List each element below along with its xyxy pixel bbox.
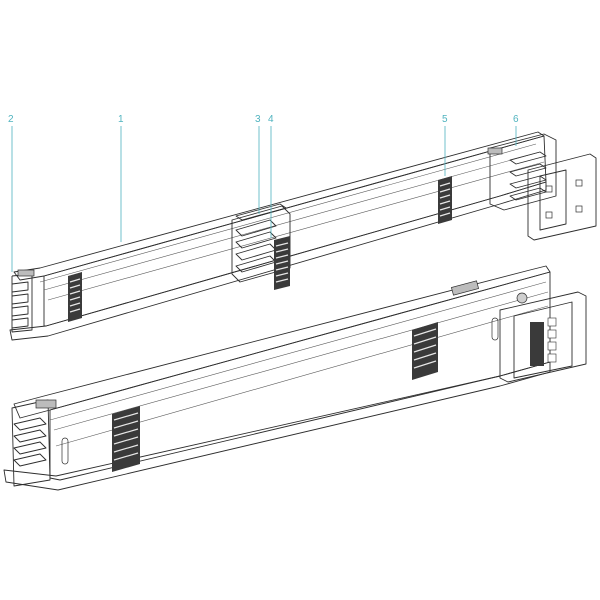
end-flange-right (487, 133, 597, 241)
callout-5: 5 (442, 114, 448, 176)
callout-label: 6 (513, 114, 519, 125)
end-flange-right (450, 280, 587, 383)
tap-off-vent (438, 176, 452, 224)
busbar-conductor-ends-left (11, 399, 69, 487)
tap-off-vent (412, 322, 438, 380)
upper-busbar-section (9, 131, 597, 341)
tap-off-vent (68, 272, 82, 322)
callout-1: 1 (118, 114, 124, 242)
lower-busbar-section (3, 265, 587, 491)
callout-label: 1 (118, 114, 124, 125)
callout-label: 2 (8, 114, 14, 125)
callout-6: 6 (513, 114, 519, 146)
callout-4: 4 (268, 114, 274, 238)
callout-label: 5 (442, 114, 448, 125)
callout-3: 3 (255, 114, 261, 214)
callout-2: 2 (8, 114, 14, 272)
callout-label: 4 (268, 114, 274, 125)
tap-off-vent (112, 406, 140, 472)
callout-label: 3 (255, 114, 261, 125)
busbar-conductor-ends-left (11, 269, 35, 333)
joint-block (231, 203, 291, 290)
